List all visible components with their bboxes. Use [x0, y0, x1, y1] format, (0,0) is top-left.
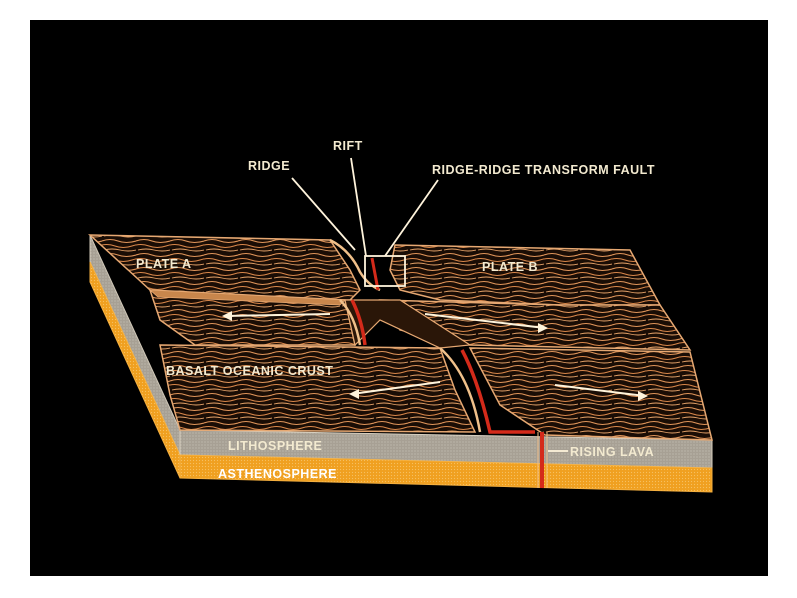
- transform-fault-label: RIDGE-RIDGE TRANSFORM FAULT: [432, 163, 655, 177]
- plate-b-surface: [389, 244, 662, 306]
- motion-arrow-front-right: [554, 384, 648, 401]
- ridge-crest-middle: [339, 299, 362, 346]
- rift-lava-front: [460, 349, 535, 434]
- rising-lava-label: RISING LAVA: [570, 445, 654, 459]
- rift-lava-back: [370, 257, 380, 291]
- diagram-slide: RIDGE RIFT RIDGE-RIDGE TRANSFORM FAULT P…: [30, 20, 768, 576]
- rift-lava-middle: [350, 299, 367, 346]
- transform-fault-scarp-left: [148, 289, 346, 306]
- plate-a-surface: [88, 234, 361, 301]
- asthenosphere-layer: [179, 454, 713, 493]
- lithosphere-label: LITHOSPHERE: [228, 439, 322, 453]
- ridge-label: RIDGE: [248, 159, 290, 173]
- basalt-crust-label: BASALT OCEANIC CRUST: [166, 364, 333, 378]
- rift-label: RIFT: [333, 139, 363, 153]
- motion-arrow-middle-left: [222, 311, 331, 321]
- plate-b-label: PLATE B: [482, 260, 538, 274]
- rising-lava-column-outline: [537, 432, 548, 488]
- rift-leader-line: [350, 157, 367, 257]
- ridge-leader-line: [291, 177, 356, 251]
- transform-fault-leader-line: [384, 179, 439, 257]
- front-band-left: [159, 344, 477, 433]
- front-band-right: [468, 347, 713, 441]
- transform-fault-box: [364, 255, 406, 287]
- plate-a-label: PLATE A: [136, 257, 192, 271]
- ridge-crest-front: [439, 347, 482, 433]
- motion-arrow-front-left: [349, 381, 441, 399]
- motion-arrow-middle-right: [424, 313, 548, 333]
- asthenosphere-label: ASTHENOSPHERE: [218, 467, 337, 481]
- plate-tectonics-block-diagram: RIDGE RIFT RIDGE-RIDGE TRANSFORM FAULT P…: [88, 139, 713, 493]
